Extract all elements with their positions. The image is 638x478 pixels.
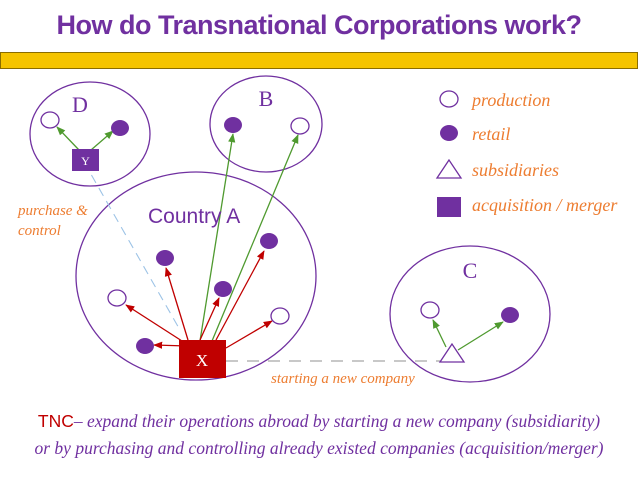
country-d-label: D bbox=[72, 92, 88, 117]
arrow-subsidiary-to-c-production bbox=[432, 319, 447, 348]
purchase-control-label-line1: purchase & bbox=[17, 203, 88, 219]
legend: production retail subsidiaries acquisiti… bbox=[435, 90, 618, 217]
legend-production-label: production bbox=[470, 90, 550, 110]
caption-abbr: TNC bbox=[37, 411, 74, 431]
a-retail-node-4 bbox=[136, 338, 154, 354]
arrow-y-to-d-production bbox=[56, 126, 80, 151]
d-retail-node bbox=[111, 120, 129, 136]
caption-line-2: or by purchasing and controlling already… bbox=[34, 438, 604, 458]
d-production-node bbox=[40, 111, 60, 129]
c-retail-node bbox=[501, 307, 519, 323]
arrow-x-to-a-node-6 bbox=[225, 320, 273, 349]
a-production-node-2 bbox=[270, 307, 290, 325]
country-a-circle bbox=[75, 171, 317, 381]
legend-acquisition-label: acquisition / merger bbox=[472, 195, 618, 215]
country-b-circle bbox=[209, 75, 323, 173]
arrow-y-to-d-retail bbox=[90, 130, 114, 151]
legend-retail-icon bbox=[440, 125, 458, 141]
country-d-circle bbox=[29, 81, 151, 187]
purchase-control-label-line2: control bbox=[18, 223, 61, 239]
caption-line-1: TNC– expand their operations abroad by s… bbox=[0, 408, 638, 435]
c-subsidiary-triangle bbox=[438, 342, 466, 363]
arrow-x-to-a-node-4 bbox=[199, 297, 220, 341]
starting-new-company-label: starting a new company bbox=[271, 371, 415, 387]
country-c-circle bbox=[389, 245, 551, 383]
caption-line1-rest: – expand their operations abroad by star… bbox=[73, 411, 601, 431]
b-production-node bbox=[290, 117, 310, 135]
arrow-x-to-a-node-2 bbox=[125, 304, 183, 342]
legend-subsidiaries-label: subsidiaries bbox=[472, 160, 559, 180]
slide-title: How do Transnational Corporations work? bbox=[56, 10, 582, 40]
legend-acquisition-icon bbox=[437, 197, 461, 217]
legend-retail-label: retail bbox=[472, 124, 510, 144]
company-y-label: Y bbox=[81, 154, 90, 168]
c-production-node bbox=[420, 301, 440, 319]
caption: TNC– expand their operations abroad by s… bbox=[0, 408, 638, 462]
country-b-label: B bbox=[259, 86, 274, 111]
company-y-box bbox=[72, 149, 99, 171]
company-x-box bbox=[179, 340, 226, 378]
arrow-x-to-a-node-5 bbox=[215, 250, 265, 341]
legend-subsidiaries-icon bbox=[435, 158, 463, 179]
arrow-subsidiary-to-c-retail bbox=[457, 321, 504, 351]
arrow-x-to-b-retail bbox=[199, 133, 236, 342]
a-retail-node-2 bbox=[260, 233, 278, 249]
arrow-x-to-b-production bbox=[211, 134, 299, 342]
country-c-label: C bbox=[463, 258, 478, 283]
legend-production-icon bbox=[439, 90, 459, 108]
a-retail-node-1 bbox=[156, 250, 174, 266]
arrow-x-to-a-node-3 bbox=[164, 267, 189, 341]
country-a-label: Country A bbox=[148, 205, 240, 228]
a-production-node-1 bbox=[107, 289, 127, 307]
b-retail-node bbox=[224, 117, 242, 133]
company-x-label: X bbox=[196, 351, 208, 370]
a-retail-node-3 bbox=[214, 281, 232, 297]
purchase-control-dashed-line bbox=[83, 161, 181, 331]
